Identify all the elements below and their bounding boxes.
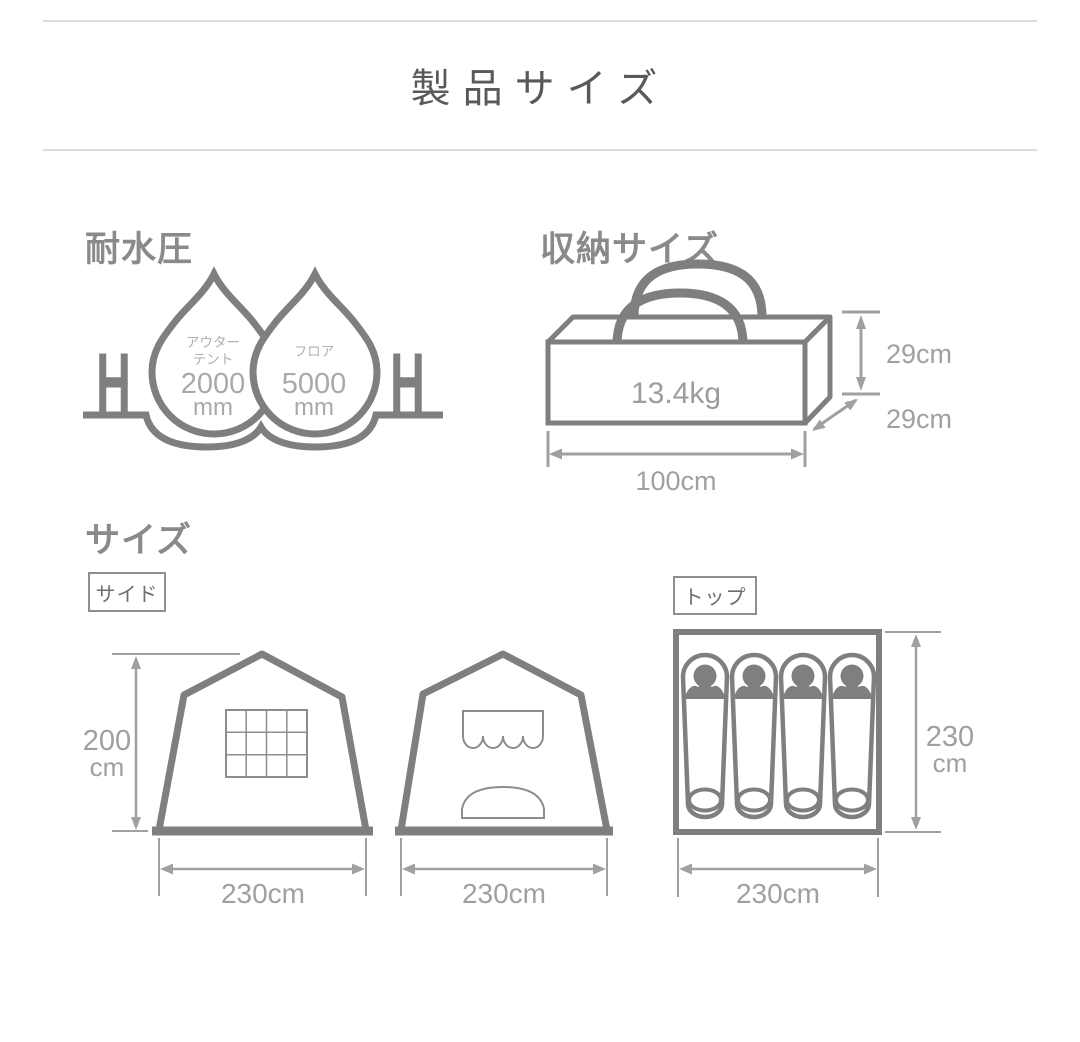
bag-depth-value: 29cm	[886, 404, 952, 434]
water-resistance-figure: H H アウター テント 2000 mm フロア 5000 mm	[83, 266, 443, 451]
tent2-width-value: 230cm	[462, 878, 546, 909]
drop-floor	[249, 266, 381, 438]
storage-bag-figure: 13.4kg 29cm 29cm 100cm	[545, 259, 952, 496]
tent-side-window-grid	[225, 709, 308, 778]
tent1-width-value: 230cm	[221, 878, 305, 909]
sleeping-bag	[729, 652, 779, 820]
h-symbol-right: H	[390, 336, 425, 432]
tent-height-value: 200	[83, 725, 131, 757]
bag-top-face	[545, 314, 833, 345]
tent2-width-dimension	[400, 838, 608, 896]
floor-value: 5000	[282, 368, 347, 400]
top-view-tag-label: トップ	[683, 587, 747, 609]
outer-tent-label-line2: テント	[193, 352, 234, 367]
title-bottom-rule	[43, 149, 1037, 151]
bag-height-dimension	[842, 310, 880, 396]
page-title: 製品サイズ	[410, 67, 670, 111]
top-width-value: 230cm	[736, 878, 820, 909]
drop-outer-tent	[148, 266, 280, 438]
outer-tent-unit: mm	[193, 394, 233, 421]
bag-front-face	[545, 339, 808, 426]
bag-width-dimension	[546, 431, 807, 467]
side-views-figure: 200 cm 230cm 230cm	[83, 650, 613, 909]
tent-height-dimension	[112, 653, 240, 832]
top-width-dimension	[677, 838, 879, 897]
top-rule	[43, 20, 1037, 22]
outer-tent-label-line1: アウター	[186, 335, 240, 350]
tent-awning-window	[462, 710, 544, 749]
bag-handle-front	[612, 288, 748, 345]
top-view-tag: トップ	[673, 576, 757, 615]
bag-weight-label: 13.4kg	[631, 377, 721, 410]
water-baseline	[83, 411, 443, 451]
size-heading: サイズ	[85, 521, 192, 560]
side-view-tag: サイド	[88, 572, 166, 612]
outer-tent-value: 2000	[181, 368, 246, 400]
bag-depth-dimension	[812, 398, 858, 431]
floor-unit: mm	[294, 394, 334, 421]
water-resistance-heading: 耐水圧	[85, 230, 194, 269]
tent-side-outline	[155, 650, 370, 834]
tent-height-unit: cm	[90, 752, 125, 782]
bag-height-value: 29cm	[886, 339, 952, 369]
top-depth-value: 230	[926, 721, 974, 753]
bag-handle-back	[629, 259, 767, 318]
sleeping-bag	[778, 652, 828, 820]
top-depth-unit: cm	[933, 748, 968, 778]
tent-door	[461, 785, 545, 819]
h-symbol-left: H	[96, 336, 131, 432]
bag-width-value: 100cm	[635, 466, 716, 496]
top-depth-dimension	[885, 631, 941, 833]
tent1-width-dimension	[158, 838, 367, 896]
floor-label: フロア	[294, 344, 335, 359]
top-view-figure: 230 cm 230cm	[673, 629, 974, 909]
sleeping-bag	[680, 652, 730, 820]
sleeping-bag	[827, 652, 877, 820]
side-view-tag-label: サイド	[95, 583, 159, 606]
